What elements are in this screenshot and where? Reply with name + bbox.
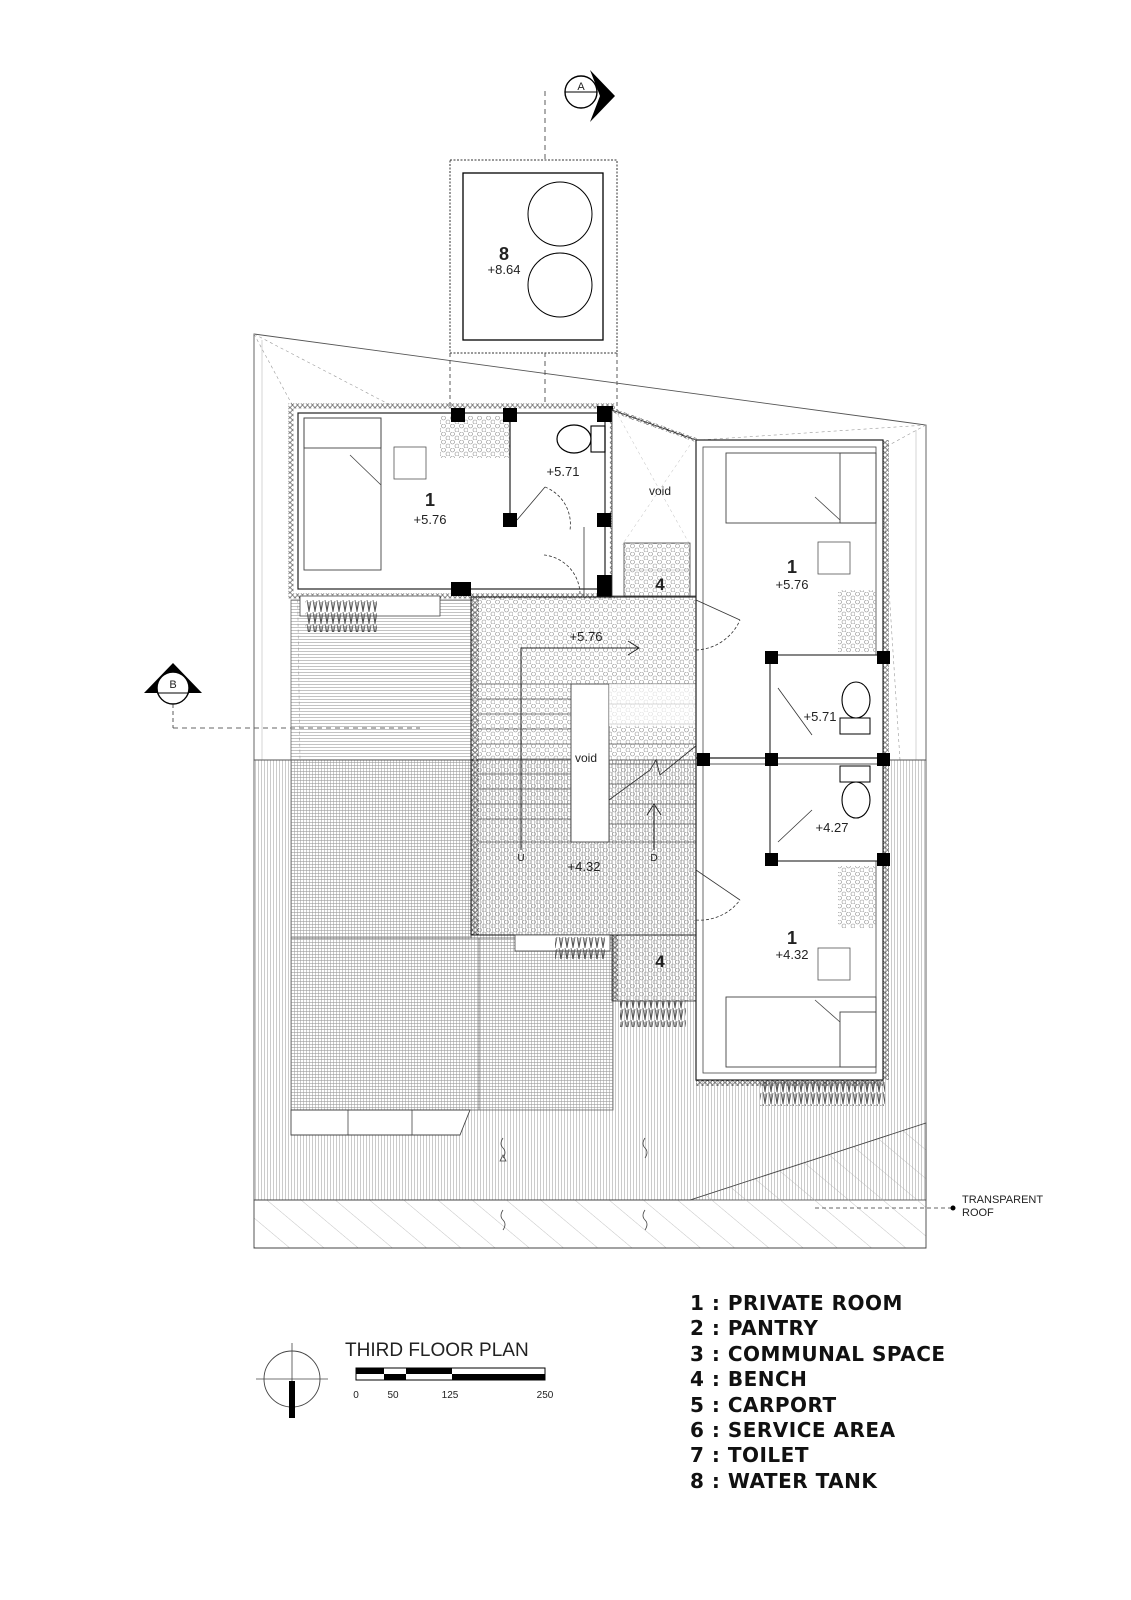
room-number-4-upper: 4 [655,575,665,594]
room-number-1-top-left: 1 [425,490,435,510]
elevation-toilet-top: +5.71 [547,464,580,479]
private-room-top-left [288,403,615,632]
legend-item-carport: 5 : CARPORT [690,1392,837,1417]
stair-up-mark: U [517,853,524,864]
water-tank-room [449,159,618,410]
transparent-roof [253,1122,956,1249]
transparent-roof-callout-line2: ROOF [962,1207,994,1219]
legend-item-pantry: 2 : PANTRY [690,1316,819,1341]
stair-down-mark: D [650,853,657,864]
section-marker-a-label: A [577,81,585,93]
section-marker-b: B [144,663,420,729]
void-label-top: void [649,484,671,498]
legend-item-water-tank: 8 : WATER TANK [690,1468,878,1493]
drawing-title: THIRD FLOOR PLAN [345,1340,529,1361]
scale-bar: 0 50 125 250 [353,1367,554,1401]
drawing-title-block: THIRD FLOOR PLAN 0 50 125 250 [345,1340,554,1401]
scale-tick-125: 125 [442,1390,459,1401]
north-arrow [256,1343,328,1418]
elevation-toilet-right: +5.71 [804,709,837,724]
scale-tick-250: 250 [537,1390,554,1401]
stair-core [470,596,698,959]
room-number-4-lower: 4 [655,952,665,971]
room-elevation-1-top-left: +5.76 [414,512,447,527]
bench-lower [611,934,698,1027]
legend-item-toilet: 7 : TOILET [690,1443,809,1468]
elevation-stair-top: +5.76 [570,629,603,644]
room-number-8: 8 [499,244,509,264]
elevation-toilet-right-lower: +4.27 [816,820,849,835]
room-elevation-8: +8.64 [488,262,521,277]
void-label-stair: void [575,751,597,765]
room-number-1-right-lower: 1 [787,928,797,948]
legend-item-communal-space: 3 : COMMUNAL SPACE [690,1341,946,1366]
scale-tick-0: 0 [353,1390,359,1401]
legend-item-service-area: 6 : SERVICE AREA [690,1418,896,1443]
section-marker-b-label: B [169,679,176,691]
room-number-1-right-upper: 1 [787,557,797,577]
room-legend: 1 : PRIVATE ROOM 2 : PANTRY 3 : COMMUNAL… [690,1291,946,1494]
scale-tick-50: 50 [387,1390,399,1401]
room-elevation-1-right-upper: +5.76 [776,577,809,592]
legend-item-bench: 4 : BENCH [690,1367,808,1392]
legend-item-private-room: 1 : PRIVATE ROOM [690,1291,903,1315]
private-rooms-right [695,439,890,1106]
room-elevation-1-right-lower: +4.32 [776,947,809,962]
transparent-roof-callout-line1: TRANSPARENT [962,1194,1043,1206]
elevation-stair-bottom: +4.32 [568,859,601,874]
room-labels: 8 +8.64 1 +5.76 1 +5.76 1 +4.32 4 4 +5.7… [414,244,1044,1219]
void-bench-area [611,408,697,597]
